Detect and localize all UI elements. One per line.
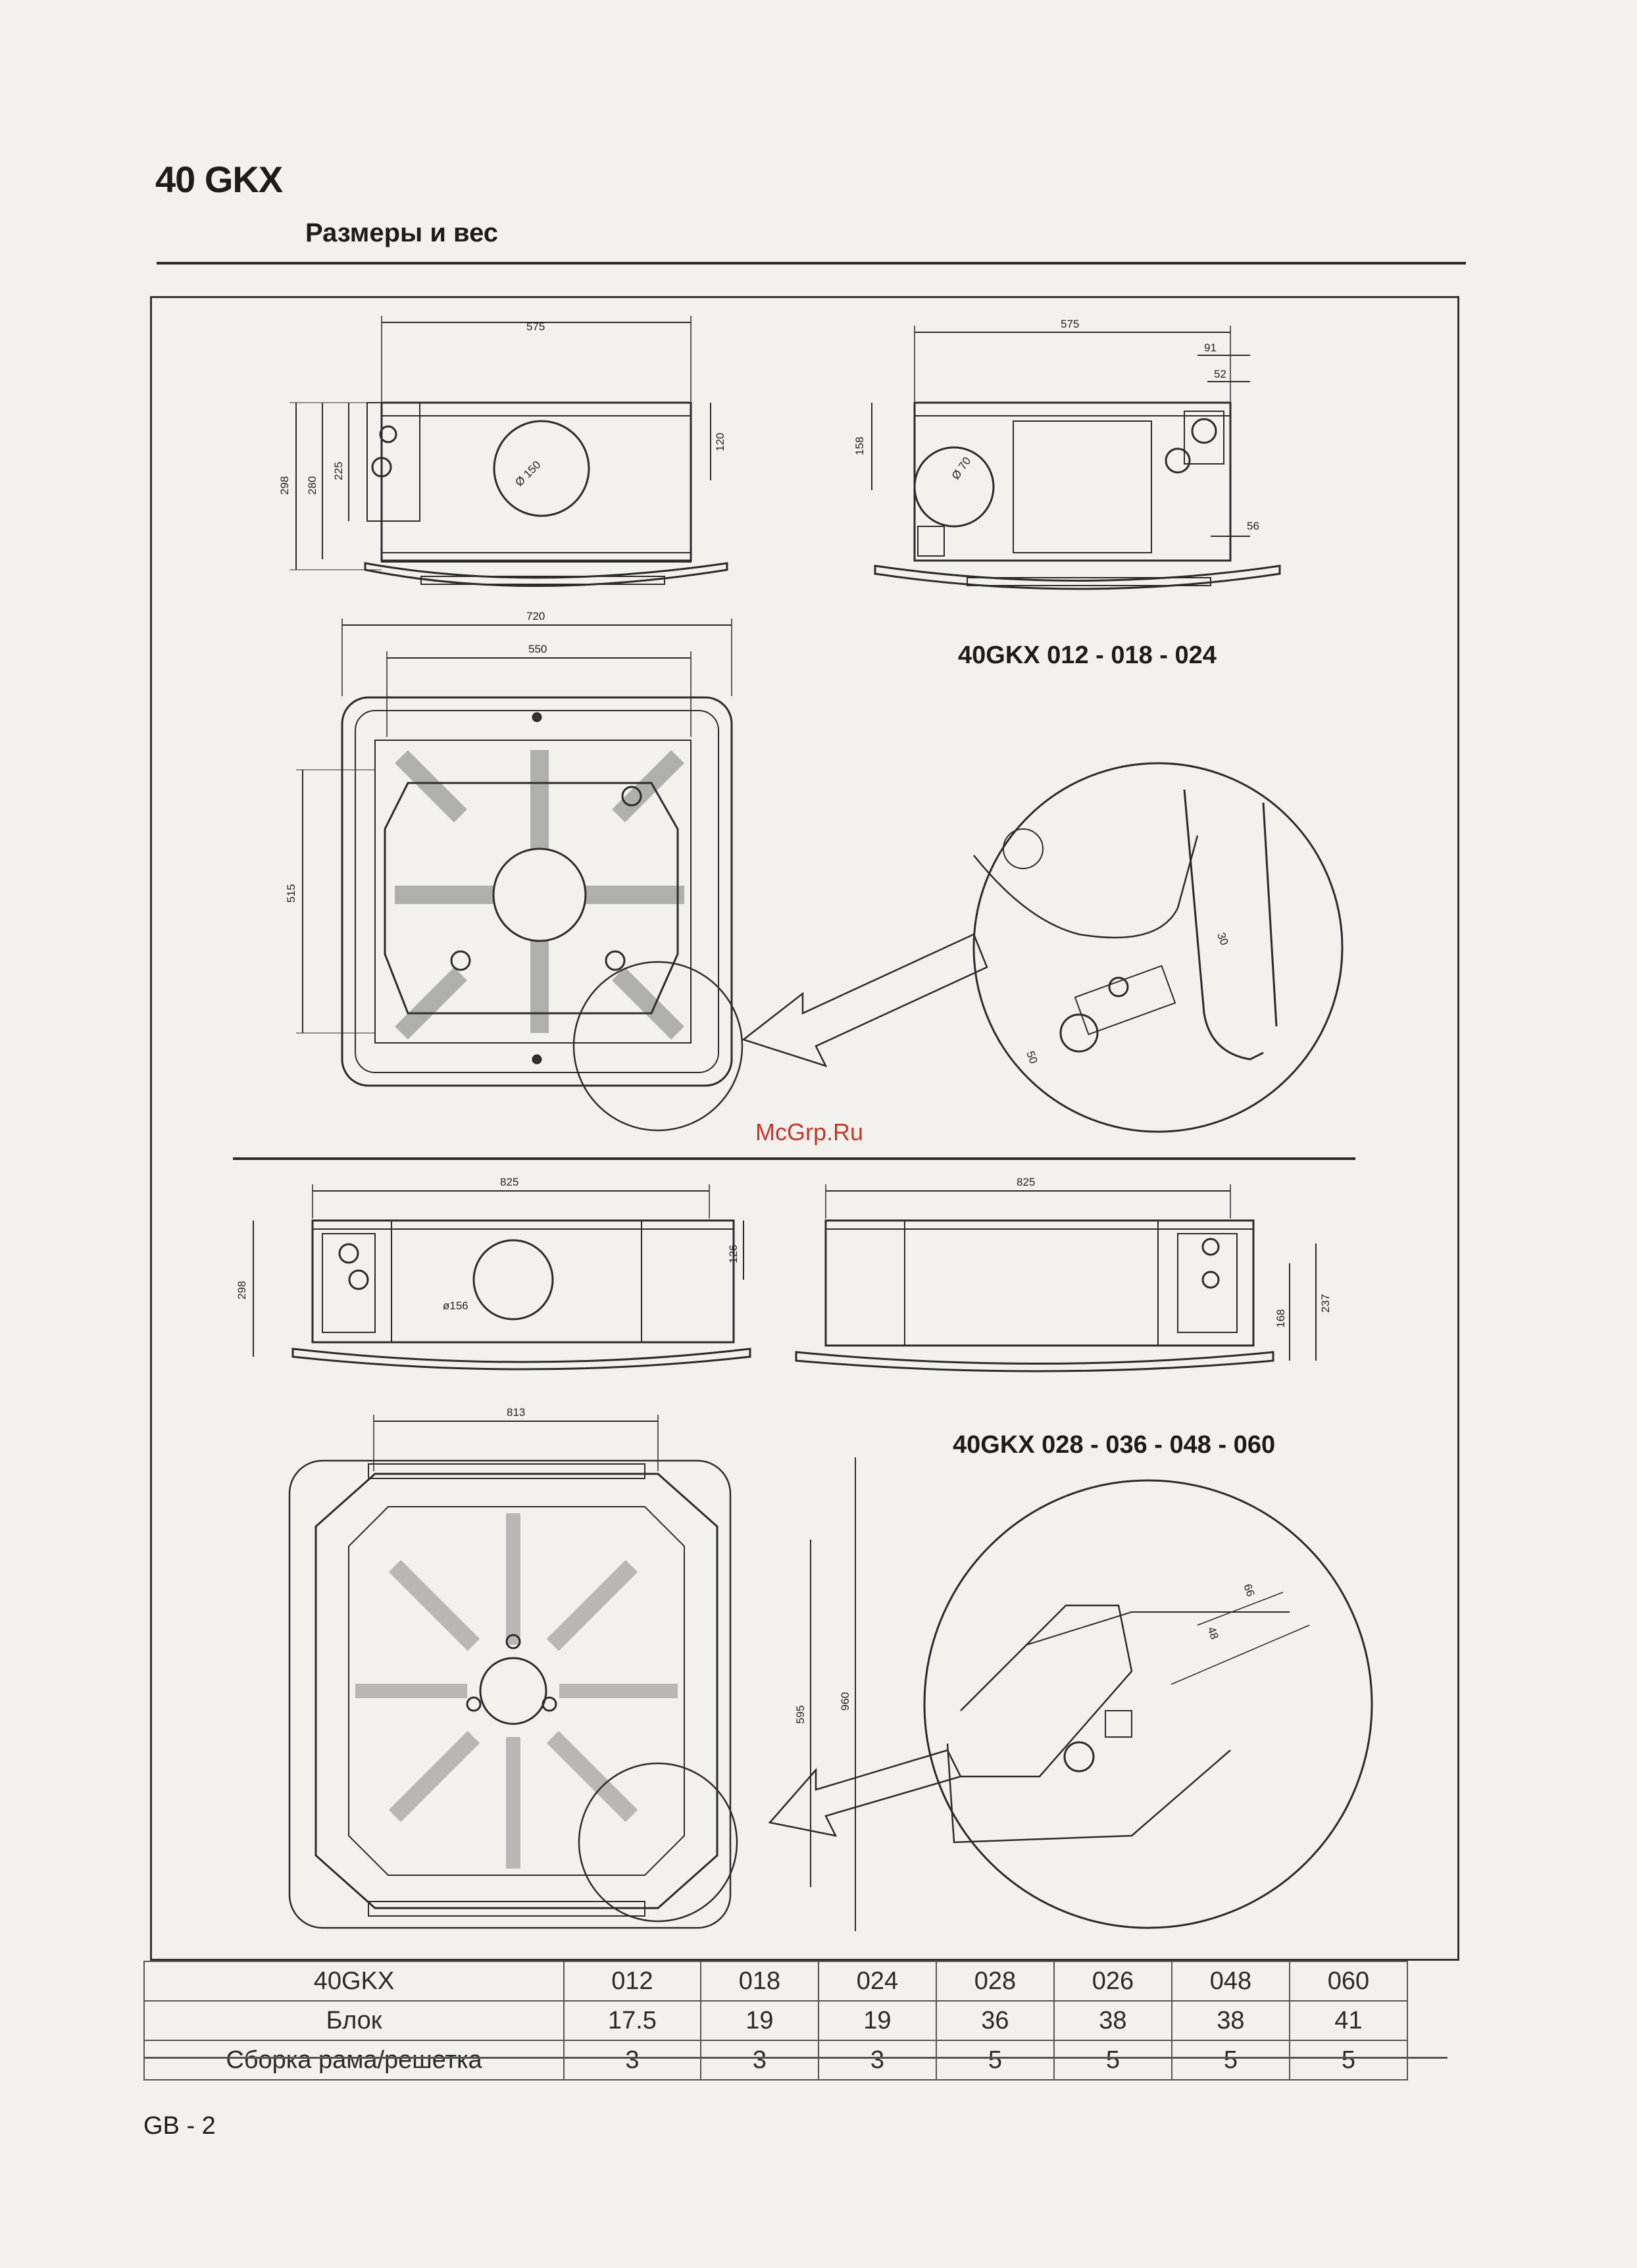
s1-side-view-b [872,326,1280,589]
table-cell: 40GKX [144,1961,564,2001]
table-cell: 5 [1290,2040,1407,2080]
table-cell: 012 [564,1961,701,2001]
watermark: McGrp.Ru [755,1119,863,1146]
s1-side-view-a [290,316,727,586]
dim-s1b-hole: Ø 70 [949,455,974,482]
dim-s2b-168: 168 [1274,1309,1287,1328]
dim-s2b-237: 237 [1319,1294,1332,1313]
s2-detail [770,1480,1372,1928]
dim-s1-detail-50: 50 [1024,1049,1040,1065]
table-cell: 19 [701,2001,818,2040]
dim-s2-825: 825 [500,1176,518,1188]
table-cell: 060 [1290,1961,1407,2001]
dim-s1-detail-30: 30 [1215,931,1230,947]
page-number: GB - 2 [143,2112,216,2140]
dim-s1-225: 225 [332,462,345,480]
dim-s2b-825: 825 [1017,1176,1035,1188]
table-cell: 36 [936,2001,1054,2040]
table-cell: Блок [144,2001,564,2040]
table-cell: 048 [1172,1961,1290,2001]
dim-s2-813: 813 [507,1406,525,1419]
dim-s1-515: 515 [285,884,297,903]
s1-detail [743,763,1342,1132]
table-header-row: 40GKX 012 018 024 028 026 048 060 [144,1961,1407,2001]
model-label-small: 40GKX 012 - 018 - 024 [958,642,1217,670]
dim-s2-hole: ø156 [443,1299,468,1312]
dim-s1b-575: 575 [1061,318,1079,330]
s2-side-view-b [796,1184,1316,1371]
table-cell: 3 [701,2040,818,2080]
dim-s2-595: 595 [794,1705,807,1724]
table-row: Блок 17.5 19 19 36 38 38 41 [144,2001,1407,2040]
s1-plan-view [296,618,742,1130]
dim-s2-detail-48: 48 [1205,1625,1221,1641]
model-label-large: 40GKX 028 - 036 - 048 - 060 [953,1431,1275,1459]
dim-s2-detail-66: 66 [1241,1582,1257,1598]
table-cell: 38 [1054,2001,1172,2040]
dim-s1b-56: 56 [1247,520,1259,532]
dim-s1-550: 550 [528,643,547,655]
table-cell: 5 [1172,2040,1290,2080]
table-cell: 5 [936,2040,1054,2080]
table-cell: 018 [701,1961,818,2001]
s2-side-view-a [253,1184,750,1369]
table-cell: 41 [1290,2001,1407,2040]
weights-table: 40GKX 012 018 024 028 026 048 060 Блок 1… [143,1961,1408,2080]
table-cell: 028 [936,1961,1054,2001]
table-cell: 026 [1054,1961,1172,2001]
dim-s1-575: 575 [526,320,545,333]
dim-s1-280: 280 [306,476,318,495]
table-cell: 3 [818,2040,936,2080]
dim-s1-720: 720 [526,610,545,622]
dim-s2-126: 126 [727,1245,740,1263]
table-cell: 024 [818,1961,936,2001]
dim-s1b-52: 52 [1214,368,1226,380]
table-cell: 3 [564,2040,701,2080]
table-cell: 5 [1054,2040,1172,2080]
table-cell: 19 [818,2001,936,2040]
table-cell: 38 [1172,2001,1290,2040]
table-row: Сборка рама/решетка 3 3 3 5 5 5 5 [144,2040,1407,2080]
dim-s1b-158: 158 [853,437,866,455]
dim-s1-298: 298 [278,476,291,495]
s2-plan-view [290,1415,855,1931]
dim-s2-960: 960 [839,1692,851,1711]
dim-s1-hole: Ø 150 [513,459,543,489]
dim-s2-298: 298 [236,1281,248,1299]
dim-s1b-91: 91 [1204,341,1217,354]
footer-rule [143,2057,1448,2059]
table-cell: Сборка рама/решетка [144,2040,564,2080]
table-cell: 17.5 [564,2001,701,2040]
dim-s1-120: 120 [714,433,726,451]
